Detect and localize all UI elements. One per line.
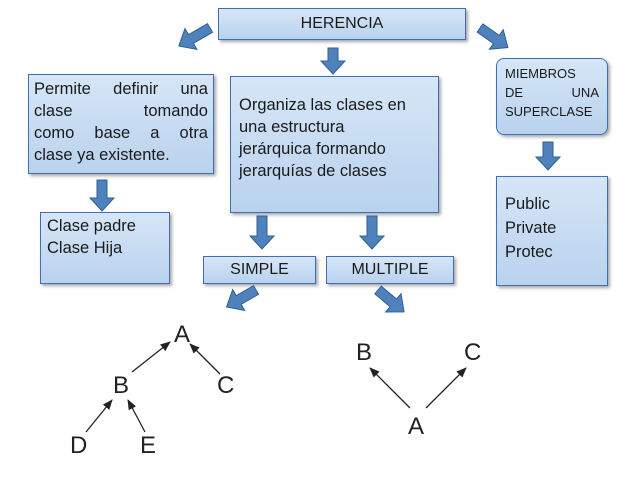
simple-node-b: B (113, 372, 129, 399)
edge-a-to-c (425, 367, 467, 409)
title-text: HERENCIA (300, 15, 384, 32)
access-line: Protec (505, 243, 553, 261)
class-box: Clase padre Clase Hija (40, 212, 170, 284)
multiple-label: MULTIPLE (351, 261, 429, 278)
arrow-title-to-definition-icon (178, 22, 214, 51)
multiple-node-b: B (356, 339, 372, 366)
edge-b-to-a (131, 341, 171, 373)
access-line: Public (505, 195, 550, 213)
edge-c-to-a (189, 343, 221, 375)
structure-box: Organiza las clases en una estructura je… (230, 76, 439, 213)
simple-label: SIMPLE (230, 261, 289, 278)
title-box: HERENCIA (218, 8, 466, 40)
arrow-structure-to-multiple-icon (358, 215, 386, 250)
edge-a-to-b (369, 367, 411, 409)
members-line: SUPERCLASE (505, 104, 593, 119)
multiple-node-a: A (408, 413, 424, 440)
multiple-box: MULTIPLE (326, 256, 454, 284)
arrow-simple-to-tree-icon (225, 284, 260, 312)
edge-e-to-b (127, 399, 146, 433)
class-line: Clase padre (47, 217, 136, 235)
access-line: Private (505, 219, 557, 237)
members-line: DE UNA (505, 85, 599, 100)
members-line: MIEMBROS (505, 66, 576, 81)
simple-node-d: D (70, 432, 87, 459)
arrow-structure-to-simple-icon (248, 215, 276, 250)
multiple-node-c: C (464, 339, 481, 366)
arrow-members-to-access-icon (534, 141, 562, 171)
definition-box: Permite definir una clase tomando como b… (28, 74, 214, 174)
simple-node-e: E (140, 432, 156, 459)
definition-line: Permite definir una (34, 80, 208, 98)
members-box: MIEMBROS DE UNA SUPERCLASE (496, 58, 608, 135)
edge-d-to-b (85, 399, 113, 433)
class-line: Clase Hija (47, 239, 123, 257)
structure-line: Organiza las clases en (239, 96, 406, 114)
structure-line: jerárquica formando (239, 140, 386, 158)
structure-line: una estructura (239, 118, 345, 136)
access-box: Public Private Protec (496, 176, 608, 286)
arrow-title-to-structure-icon (319, 47, 347, 75)
arrow-multiple-to-tree-icon (374, 285, 405, 313)
arrow-title-to-members-icon (476, 23, 509, 50)
definition-line: clase tomando (34, 102, 208, 120)
arrow-definition-to-class-icon (88, 179, 116, 212)
structure-line: jerarquías de clases (239, 162, 387, 180)
definition-line: clase ya existente. (34, 146, 170, 164)
definition-line: como base a otra (34, 124, 208, 142)
simple-box: SIMPLE (203, 256, 316, 284)
simple-node-c: C (217, 372, 234, 399)
simple-node-a: A (174, 321, 190, 348)
